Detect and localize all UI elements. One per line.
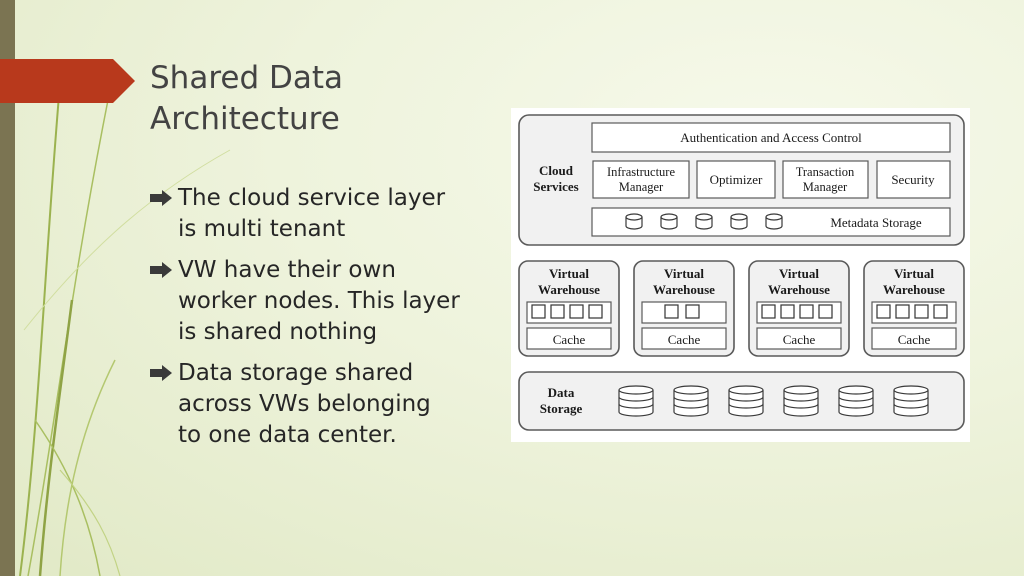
database-icon — [695, 213, 713, 230]
svg-text:Optimizer: Optimizer — [710, 172, 763, 187]
virtual-warehouse: Virtual Warehouse Cache — [863, 260, 965, 357]
data-storage-layer: Data Storage — [518, 371, 965, 431]
infrastructure-manager-box — [592, 160, 690, 199]
virtual-warehouse: Virtual Warehouse Cache — [748, 260, 850, 357]
data-storage-label: Data — [548, 385, 575, 400]
bullet-item: VW have their own worker nodes. This lay… — [150, 255, 495, 348]
svg-text:Manager: Manager — [803, 180, 848, 194]
database-icon — [728, 385, 764, 417]
svg-text:Virtual: Virtual — [664, 266, 704, 281]
bullet-list: The cloud service layer is multi tenant … — [150, 183, 495, 461]
svg-text:Virtual: Virtual — [779, 266, 819, 281]
auth-box — [591, 122, 951, 153]
svg-text:Security: Security — [891, 172, 935, 187]
decorative-stems — [19, 59, 231, 576]
svg-text:Metadata Storage: Metadata Storage — [830, 215, 922, 230]
architecture-diagram: Cloud Services Authentication and Access… — [511, 108, 970, 442]
transaction-manager-box — [782, 160, 869, 199]
svg-text:Warehouse: Warehouse — [653, 282, 715, 297]
cache-label: Cache — [898, 332, 931, 347]
database-icon — [625, 213, 643, 230]
bullet-item: The cloud service layer is multi tenant — [150, 183, 495, 245]
title-accent-arrow — [0, 59, 135, 103]
database-icon — [838, 385, 874, 417]
bullet-item: Data storage shared across VWs belonging… — [150, 358, 495, 451]
arrow-bullet-icon — [150, 190, 172, 206]
svg-text:Warehouse: Warehouse — [768, 282, 830, 297]
cloud-services-label: Services — [533, 179, 578, 194]
slide-title: Shared Data Architecture — [150, 58, 480, 140]
svg-text:Manager: Manager — [619, 180, 664, 194]
virtual-warehouse: Virtual Warehouse Cache — [518, 260, 620, 357]
cache-label: Cache — [783, 332, 816, 347]
database-icon — [783, 385, 819, 417]
arrow-bullet-icon — [150, 262, 172, 278]
cloud-services-layer: Cloud Services Authentication and Access… — [518, 114, 965, 246]
cloud-services-label: Cloud — [539, 163, 574, 178]
virtual-warehouse: Virtual Warehouse Cache — [633, 260, 735, 357]
svg-text:Infrastructure: Infrastructure — [607, 165, 675, 179]
database-icon — [673, 385, 709, 417]
left-decorative-bar — [0, 0, 15, 576]
cache-label: Cache — [553, 332, 586, 347]
auth-label: Authentication and Access Control — [680, 130, 862, 145]
security-box — [876, 160, 951, 199]
database-icon — [765, 213, 783, 230]
cache-label: Cache — [668, 332, 701, 347]
arrow-bullet-icon — [150, 365, 172, 381]
title-line-2: Architecture — [150, 101, 340, 137]
svg-text:Virtual: Virtual — [894, 266, 934, 281]
database-icon — [618, 385, 654, 417]
svg-text:Virtual: Virtual — [549, 266, 589, 281]
database-icon — [660, 213, 678, 230]
database-icon — [730, 213, 748, 230]
svg-text:Warehouse: Warehouse — [538, 282, 600, 297]
title-line-1: Shared Data — [150, 60, 344, 96]
svg-text:Transaction: Transaction — [796, 165, 855, 179]
data-storage-label: Storage — [540, 401, 583, 416]
database-icon — [893, 385, 929, 417]
svg-text:Warehouse: Warehouse — [883, 282, 945, 297]
optimizer-box — [696, 160, 776, 199]
